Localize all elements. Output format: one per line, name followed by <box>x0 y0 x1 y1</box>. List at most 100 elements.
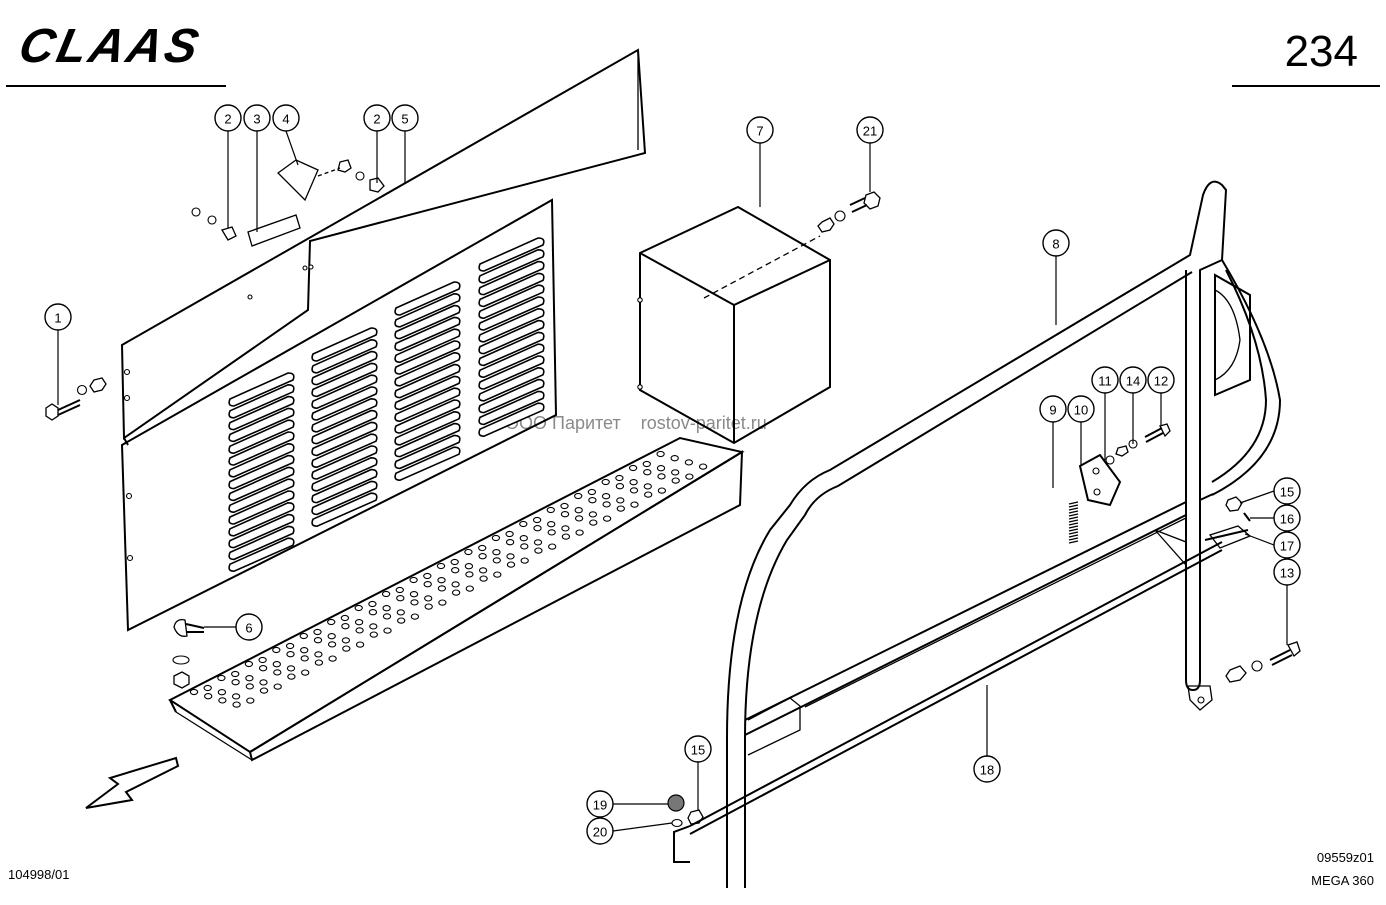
perforation-hole <box>491 534 501 542</box>
louvre-slot <box>394 351 461 387</box>
perforation-hole <box>519 535 528 542</box>
perforation-hole <box>299 632 308 640</box>
perforation-hole <box>189 688 199 696</box>
direction-arrow <box>85 756 180 809</box>
spring-coil <box>1068 501 1079 505</box>
callout-9: 9 <box>1039 395 1067 423</box>
callout-1: 1 <box>44 303 72 331</box>
perforation-hole <box>615 474 624 482</box>
callout-7: 7 <box>746 116 774 144</box>
perforation-hole <box>492 557 501 564</box>
perforation-hole <box>628 464 638 472</box>
perforation-hole <box>575 529 584 536</box>
louvre-slot <box>228 383 295 419</box>
perforation-hole <box>231 679 240 686</box>
louvre-slot <box>478 378 545 414</box>
spring-coil <box>1068 519 1079 523</box>
spring-coil <box>1068 534 1079 538</box>
perforation-hole <box>259 687 269 694</box>
perforation-hole <box>615 483 625 490</box>
callout-8: 8 <box>1042 229 1070 257</box>
louvre-slot <box>478 355 545 390</box>
perforation-hole <box>506 561 516 568</box>
svg-text:7: 7 <box>756 124 763 139</box>
perforation-hole <box>436 562 446 570</box>
perforation-hole <box>245 683 254 690</box>
louvered-side-panel <box>120 48 647 632</box>
perforation-hole <box>231 670 240 678</box>
louvre-slot <box>228 537 295 573</box>
fasteners <box>45 159 1301 828</box>
louvre-slots <box>228 237 545 573</box>
perforation-hole <box>381 590 391 598</box>
perforation-hole <box>341 637 351 644</box>
perforation-hole <box>574 515 584 522</box>
perforation-hole <box>232 701 241 708</box>
drawing-id: 104998/01 <box>8 867 69 882</box>
louvre-slot <box>478 319 545 355</box>
perforation-hole <box>464 563 474 570</box>
perforation-hole <box>478 567 488 574</box>
perforation-hole <box>217 689 227 696</box>
perforation-hole <box>409 591 419 598</box>
louvre-slot <box>311 492 378 528</box>
callout-leaders <box>57 130 1288 832</box>
perforation-hole <box>657 487 667 494</box>
callout-20: 20 <box>586 817 614 845</box>
svg-text:9: 9 <box>1049 403 1056 418</box>
louvre-slot <box>394 281 461 316</box>
spring-coil <box>1068 516 1079 520</box>
perforation-hole <box>396 595 405 602</box>
louvre-slot <box>311 468 378 504</box>
perforation-hole <box>273 669 282 676</box>
louvre-slot <box>478 260 545 296</box>
perforation-hole <box>588 511 598 518</box>
callout-14: 14 <box>1119 366 1147 394</box>
perforation-hole <box>560 511 570 518</box>
louvre-slot <box>478 390 545 426</box>
perforation-hole <box>272 661 281 668</box>
perforation-hole <box>272 646 281 654</box>
figure-code: 09559z01 <box>1317 850 1374 865</box>
perforation-hole <box>437 585 447 592</box>
callout-10: 10 <box>1067 395 1095 423</box>
perforation-hole <box>532 516 542 524</box>
louvre-slot <box>394 304 461 340</box>
louvre-slot <box>311 480 378 516</box>
perforation-hole <box>273 683 282 690</box>
louvre-slot <box>394 340 461 375</box>
svg-text:18: 18 <box>980 763 994 778</box>
perforation-hole <box>368 609 378 616</box>
perforation-hole <box>382 613 392 620</box>
model-name: MEGA 360 <box>1311 873 1374 888</box>
perforation-hole <box>561 533 571 540</box>
callout-17: 17 <box>1273 531 1301 559</box>
latch-plate-and-spring <box>1068 453 1122 544</box>
perforation-hole <box>685 473 694 480</box>
perforation-hole <box>437 577 446 584</box>
perforation-hole <box>574 492 583 500</box>
louvre-slot <box>394 399 461 434</box>
perforation-hole <box>520 557 529 564</box>
perforation-hole <box>656 450 665 458</box>
perforation-hole <box>601 493 611 500</box>
louvre-slot <box>311 456 378 492</box>
louvre-slot <box>228 501 295 537</box>
louvre-slot <box>228 466 295 502</box>
louvre-slot <box>228 407 295 443</box>
callout-4: 4 <box>272 104 300 132</box>
perforation-hole <box>602 515 612 522</box>
svg-text:15: 15 <box>1280 485 1294 500</box>
perforation-hole <box>258 665 268 672</box>
louvre-slot <box>478 248 545 284</box>
louvre-slot <box>228 372 295 407</box>
callout-5: 5 <box>391 104 419 132</box>
perforation-hole <box>397 617 406 624</box>
perforation-hole <box>245 675 254 682</box>
perforation-hole <box>630 501 639 508</box>
perforation-hole <box>616 497 625 504</box>
watermark-text: ООО Паритет rostov-paritet.ru <box>505 413 767 433</box>
perforation-hole <box>287 673 296 680</box>
